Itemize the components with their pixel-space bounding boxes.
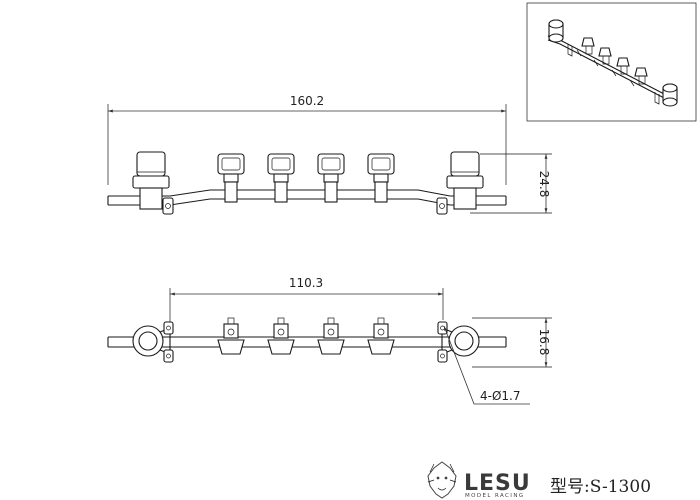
- lamp-top-2: [267, 317, 295, 355]
- hole-leader-line: [443, 325, 475, 405]
- dim-top-length: 160.2: [290, 94, 324, 108]
- brand-name: LESU: [464, 471, 531, 496]
- lamp-front-4: [367, 153, 395, 203]
- dim-bottom-length: 110.3: [289, 276, 323, 290]
- left-beacon-front: [132, 151, 170, 210]
- lamp-top-4: [367, 317, 395, 355]
- inset-frame: [526, 2, 697, 122]
- lamp-top-1: [217, 317, 245, 355]
- lamp-front-2: [267, 153, 295, 203]
- top-view: 110.3 16.8: [107, 276, 552, 405]
- lamp-top-3: [317, 317, 345, 355]
- dim-top-height: 24.8: [537, 171, 551, 198]
- lamp-front-1: [217, 153, 245, 203]
- front-view: 160.2 24.8: [107, 94, 552, 215]
- lamp-front-3: [317, 153, 345, 203]
- left-beacon-top: [132, 325, 171, 357]
- brand-subtitle: MODEL RACING: [465, 493, 525, 499]
- isometric-light-bar: [547, 19, 678, 107]
- dim-holes: 4-Ø1.7: [480, 389, 521, 403]
- right-beacon-top: [441, 325, 480, 357]
- isometric-inset: [526, 2, 697, 122]
- brand-block: LESU MODEL RACING 型号:S-1300: [427, 461, 651, 499]
- dim-bottom-height: 16.8: [537, 329, 551, 356]
- model-label: 型号:S-1300: [550, 477, 651, 497]
- lion-logo-icon: [427, 461, 457, 499]
- right-beacon-front: [446, 151, 484, 210]
